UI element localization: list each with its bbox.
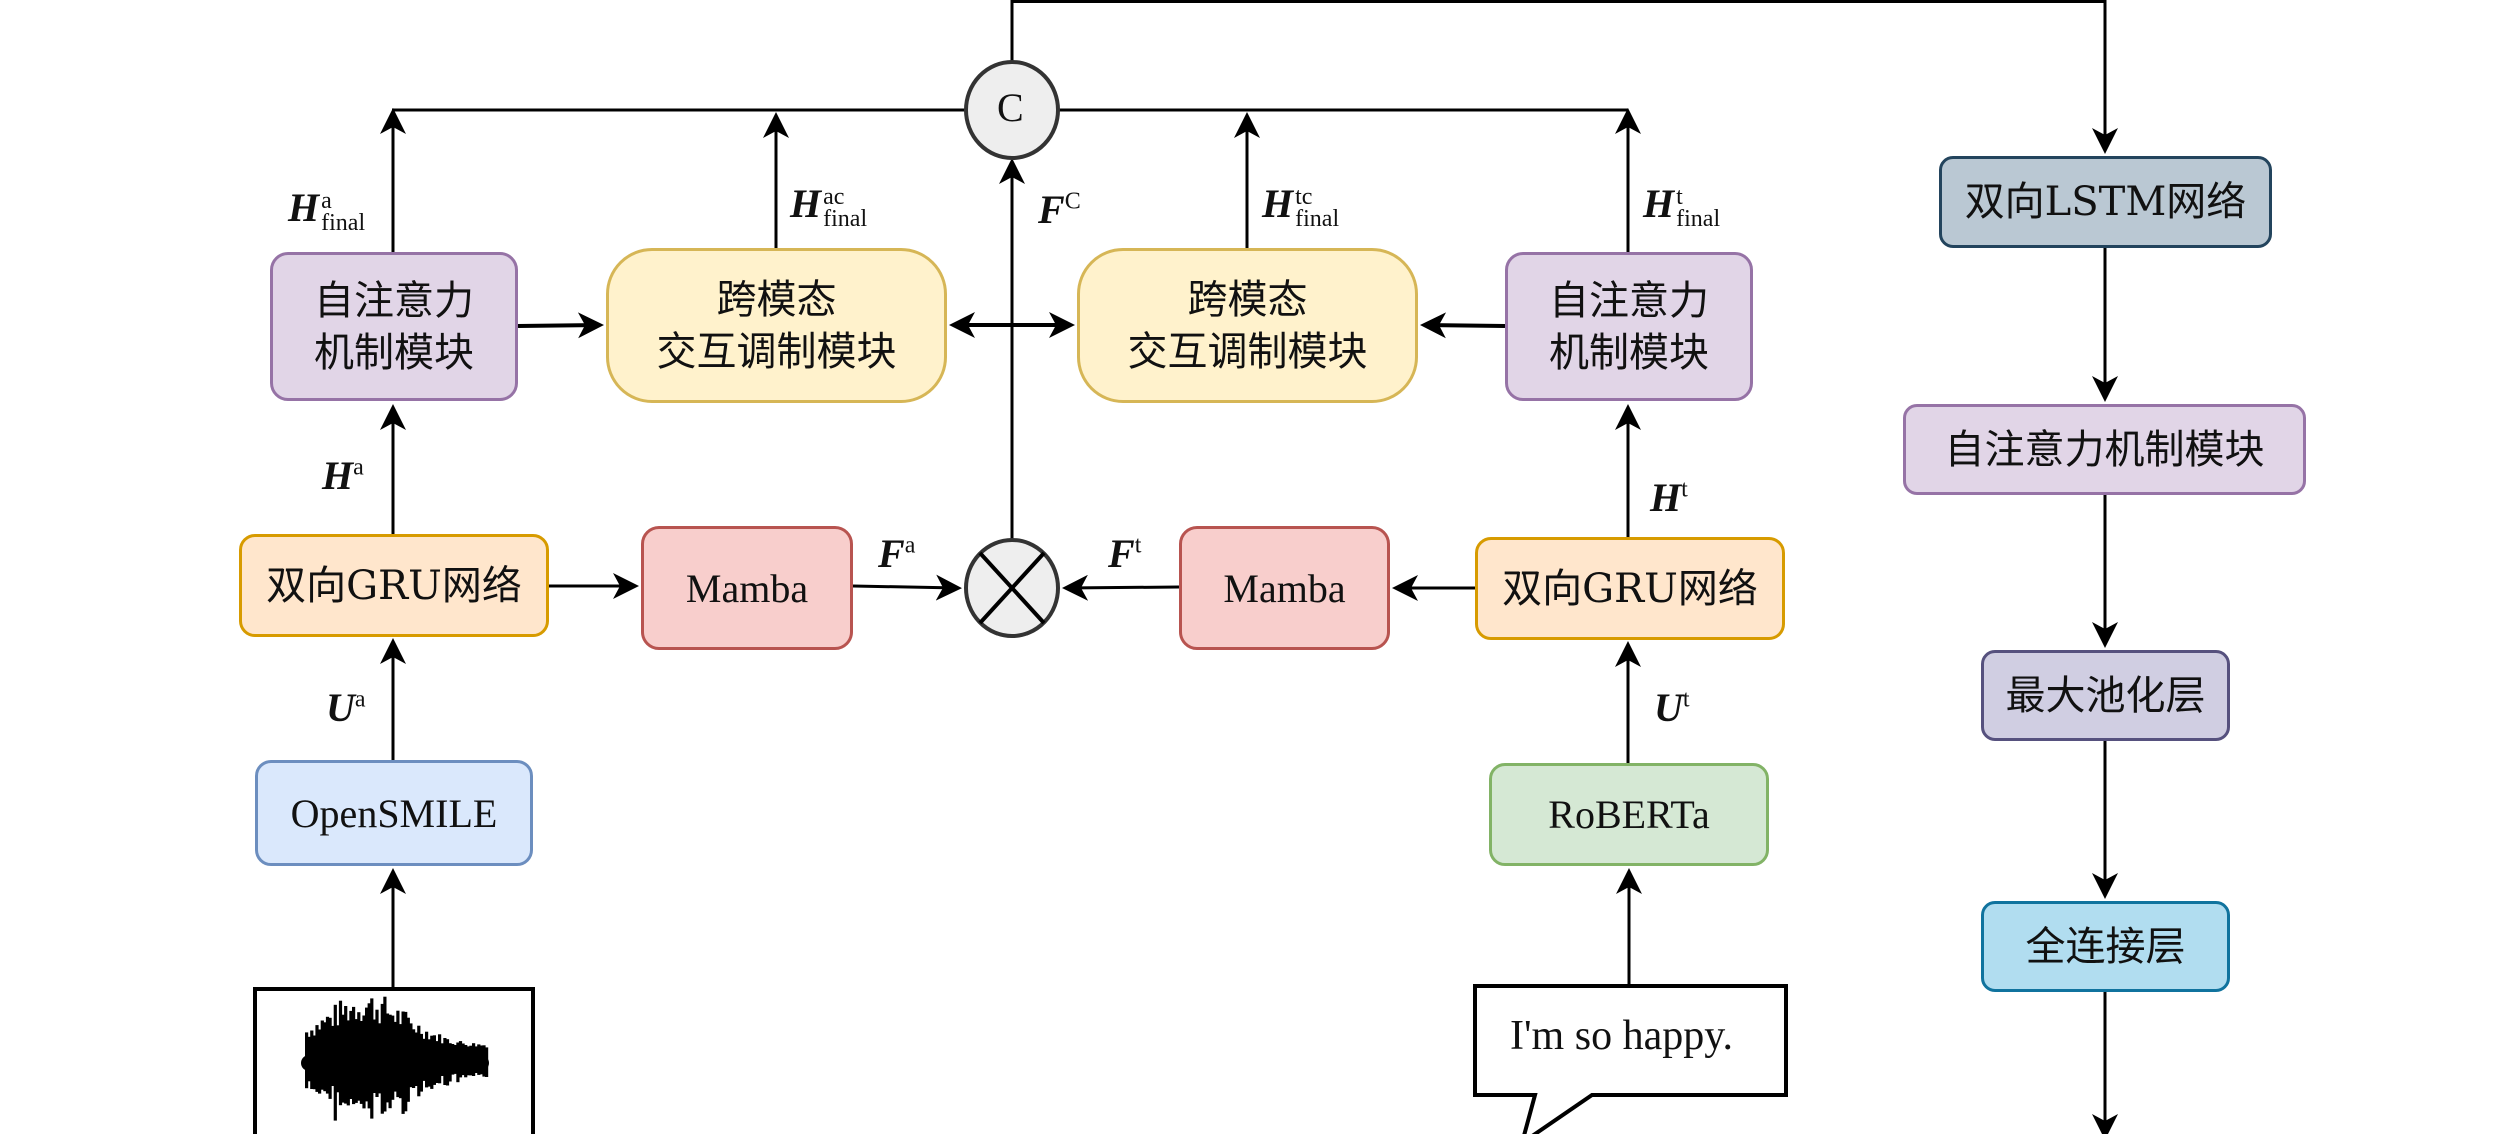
label-F-C: FC bbox=[1038, 187, 1081, 232]
text-cross-modal-box: 跨模态交互调制模块 bbox=[1077, 248, 1418, 403]
text-mamba-box: Mamba bbox=[1179, 526, 1390, 650]
label-U-a: Ua bbox=[326, 685, 366, 730]
concat-to-lstm-connector bbox=[1010, 0, 2118, 154]
fully-connected-box: 全连接层 bbox=[1981, 901, 2230, 992]
waveform-bar bbox=[375, 1009, 379, 1097]
opensmile-box: OpenSMILE bbox=[255, 760, 533, 866]
audio-gru-box: 双向GRU网络 bbox=[239, 534, 549, 637]
waveform-bar bbox=[365, 1007, 369, 1102]
label-F-t: Ft bbox=[1108, 531, 1142, 576]
waveform-icon bbox=[301, 996, 489, 1121]
audio-self-attention-box: 自注意力机制模块 bbox=[270, 252, 518, 401]
audio-cross-modal-box: 跨模态交互调制模块 bbox=[606, 248, 947, 403]
arrow-right-selfattn-to-cross bbox=[1420, 312, 1506, 339]
concat-operator-circle bbox=[964, 60, 1060, 160]
input-utterance-text: I'm so happy. bbox=[1510, 1013, 1733, 1059]
speech-bubble bbox=[1473, 984, 1788, 1134]
waveform-core bbox=[301, 1055, 489, 1071]
audio-mamba-box: Mamba bbox=[641, 526, 853, 650]
label-H-t: Ht bbox=[1650, 475, 1688, 520]
concat-operator-label: C bbox=[997, 85, 1024, 130]
label-U-t: Ut bbox=[1654, 685, 1690, 730]
arrow-right-mamba-to-multiply bbox=[1062, 574, 1180, 601]
max-pool-box: 最大池化层 bbox=[1981, 650, 2230, 741]
waveform-bar bbox=[396, 1010, 400, 1098]
waveform-bar bbox=[338, 1000, 343, 1106]
classifier-self-attention-box: 自注意力机制模块 bbox=[1903, 404, 2306, 495]
waveform-bar bbox=[383, 996, 387, 1112]
text-self-attention-box: 自注意力机制模块 bbox=[1505, 252, 1753, 401]
multiply-operator-icon bbox=[964, 538, 1060, 638]
arrow-left-mamba-to-multiply bbox=[852, 574, 962, 601]
text-gru-box: 双向GRU网络 bbox=[1475, 537, 1785, 640]
roberta-box: RoBERTa bbox=[1489, 763, 1769, 866]
waveform-bar bbox=[349, 1010, 353, 1099]
arrow-left-selfattn-to-cross bbox=[517, 312, 604, 339]
waveform-bar bbox=[344, 1006, 348, 1104]
lstm-box: 双向LSTM网络 bbox=[1939, 156, 2272, 248]
label-F-a: Fa bbox=[878, 531, 916, 576]
label-H-a: Ha bbox=[322, 453, 364, 498]
